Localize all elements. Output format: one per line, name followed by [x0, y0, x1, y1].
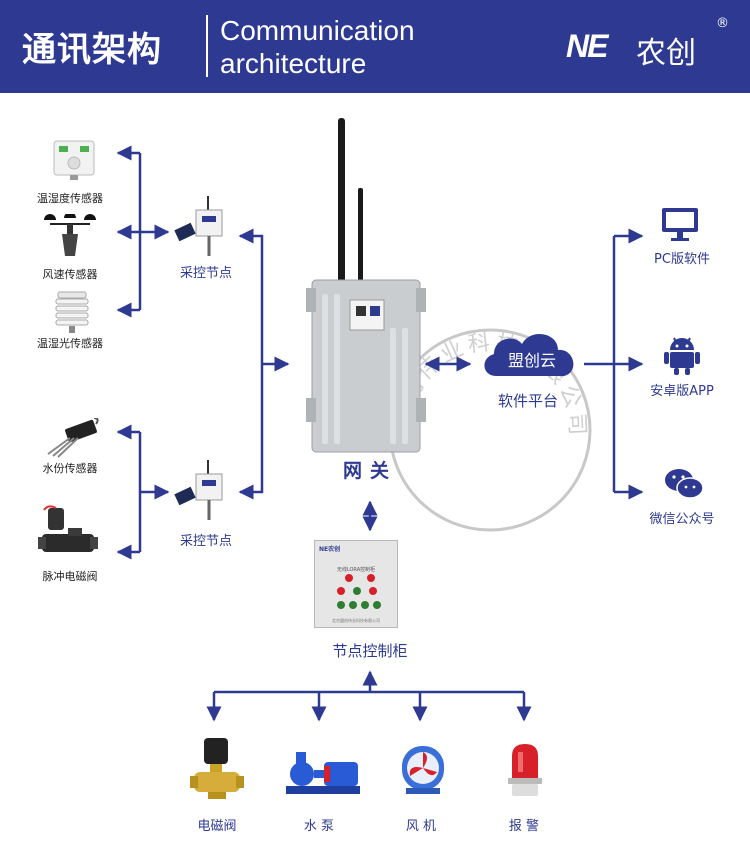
indicator-light [353, 587, 361, 595]
solenoid-valve-icon [190, 738, 244, 799]
cabinet-panel-title: 无线LORA控制柜 [336, 567, 376, 573]
soil-moisture-probe-icon [47, 418, 99, 458]
wechat-icon [665, 469, 704, 499]
indicator-light [337, 587, 345, 595]
temp-humidity-sensor-icon [53, 140, 95, 180]
gateway-device-icon [306, 118, 426, 453]
control-node-icon [174, 196, 223, 256]
pulse-solenoid-valve-icon [38, 505, 98, 552]
label-water-sensor: 水份传感器 [42, 462, 98, 475]
indicator-light [337, 601, 345, 609]
label-actuator-pump: 水 泵 [303, 819, 335, 834]
android-robot-icon [664, 337, 700, 375]
indicator-light [373, 601, 381, 609]
cloud-platform-icon: 盟创云 [484, 333, 574, 376]
label-wechat-official: 微信公众号 [649, 512, 715, 527]
label-top-control-node: 采控节点 [179, 266, 233, 281]
indicator-light [367, 574, 375, 582]
brand-logo-text: 农创 [636, 36, 696, 71]
label-actuator-fan: 风 机 [405, 819, 437, 834]
brand-logo-mark: NE [566, 28, 608, 64]
header-title-cn: 通讯架构 [22, 30, 162, 70]
indicator-light [369, 587, 377, 595]
label-android-app: 安卓版APP [650, 384, 714, 399]
header-banner: 通讯架构 Communication architecture NE 农创 ® [0, 0, 750, 93]
label-pulse-valve: 脉冲电磁阀 [42, 570, 98, 583]
label-software-platform: 软件平台 [497, 392, 559, 410]
indicator-light [345, 574, 353, 582]
label-actuator-valve: 电磁阀 [197, 819, 237, 834]
water-pump-icon [286, 752, 360, 794]
desktop-monitor-icon [662, 208, 698, 241]
header-title-en-line2: architecture [220, 48, 367, 79]
control-cabinet-panel: NE农创 无线LORA控制柜 北京盟创伟业科技有限公司 [314, 540, 398, 628]
indicator-light [349, 601, 357, 609]
label-bottom-control-node: 采控节点 [179, 534, 233, 549]
registered-mark: ® [716, 16, 729, 31]
control-node-icon [174, 460, 223, 520]
cloud-name: 盟创云 [508, 351, 556, 370]
indicator-light [361, 601, 369, 609]
header-title-en: Communication architecture [220, 14, 415, 80]
label-pc-software: PC版软件 [654, 252, 710, 267]
alarm-beacon-icon [508, 744, 542, 796]
header-title-en-line1: Communication [220, 15, 415, 46]
axial-fan-icon [402, 746, 444, 794]
cabinet-footer: 北京盟创伟业科技有限公司 [332, 618, 380, 623]
cabinet-brand: NE农创 [319, 546, 341, 553]
label-temp-humidity-sensor: 温湿度传感器 [37, 192, 103, 205]
louvered-shelter-sensor-icon [55, 291, 89, 333]
label-wind-speed-sensor: 风速传感器 [42, 268, 98, 281]
label-temp-humidity-light-sensor: 温湿光传感器 [37, 337, 103, 350]
label-actuator-alarm: 报 警 [508, 819, 540, 834]
anemometer-icon [44, 214, 96, 256]
label-node-control-cabinet: 节点控制柜 [332, 642, 408, 660]
label-gateway: 网关 [342, 460, 398, 482]
header-divider [206, 15, 208, 77]
